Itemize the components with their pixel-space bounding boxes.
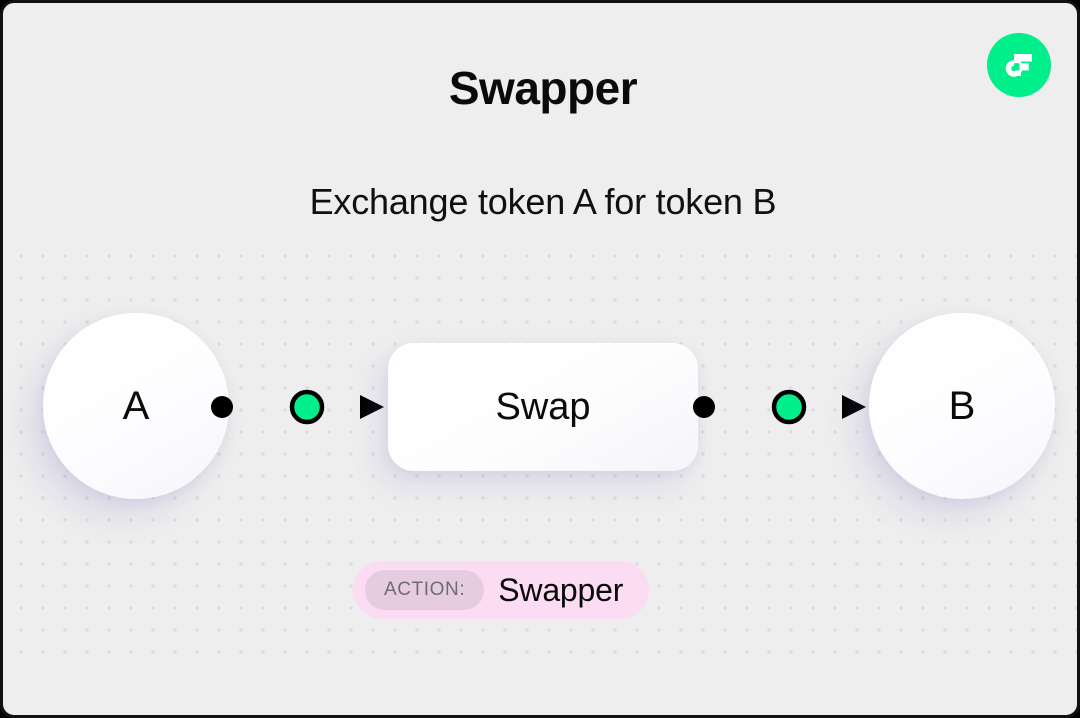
node-token-a[interactable]: A (43, 313, 229, 499)
action-badge-value: Swapper (498, 571, 624, 608)
edge-midpoint-marker (289, 389, 325, 425)
edge-arrowhead (842, 395, 866, 419)
node-token-b-label: B (948, 383, 976, 428)
page-title: Swapper (448, 62, 638, 114)
action-badge: ACTION: Swapper (353, 561, 650, 619)
edge-midpoint-marker (771, 389, 807, 425)
action-badge-chip: ACTION: (365, 570, 485, 610)
node-swap-label: Swap (495, 385, 591, 428)
node-token-b[interactable]: B (869, 313, 1055, 499)
page-subtitle: Exchange token A for token B (309, 181, 777, 222)
node-token-a-label: A (122, 383, 150, 428)
node-swap[interactable]: Swap (388, 343, 698, 471)
edge-arrowhead (360, 395, 384, 419)
flow-logo-icon (987, 33, 1051, 97)
edge-a-to-swap (206, 385, 386, 429)
edge-source-dot (693, 396, 715, 418)
edge-swap-to-b (688, 385, 868, 429)
edge-source-dot (211, 396, 233, 418)
